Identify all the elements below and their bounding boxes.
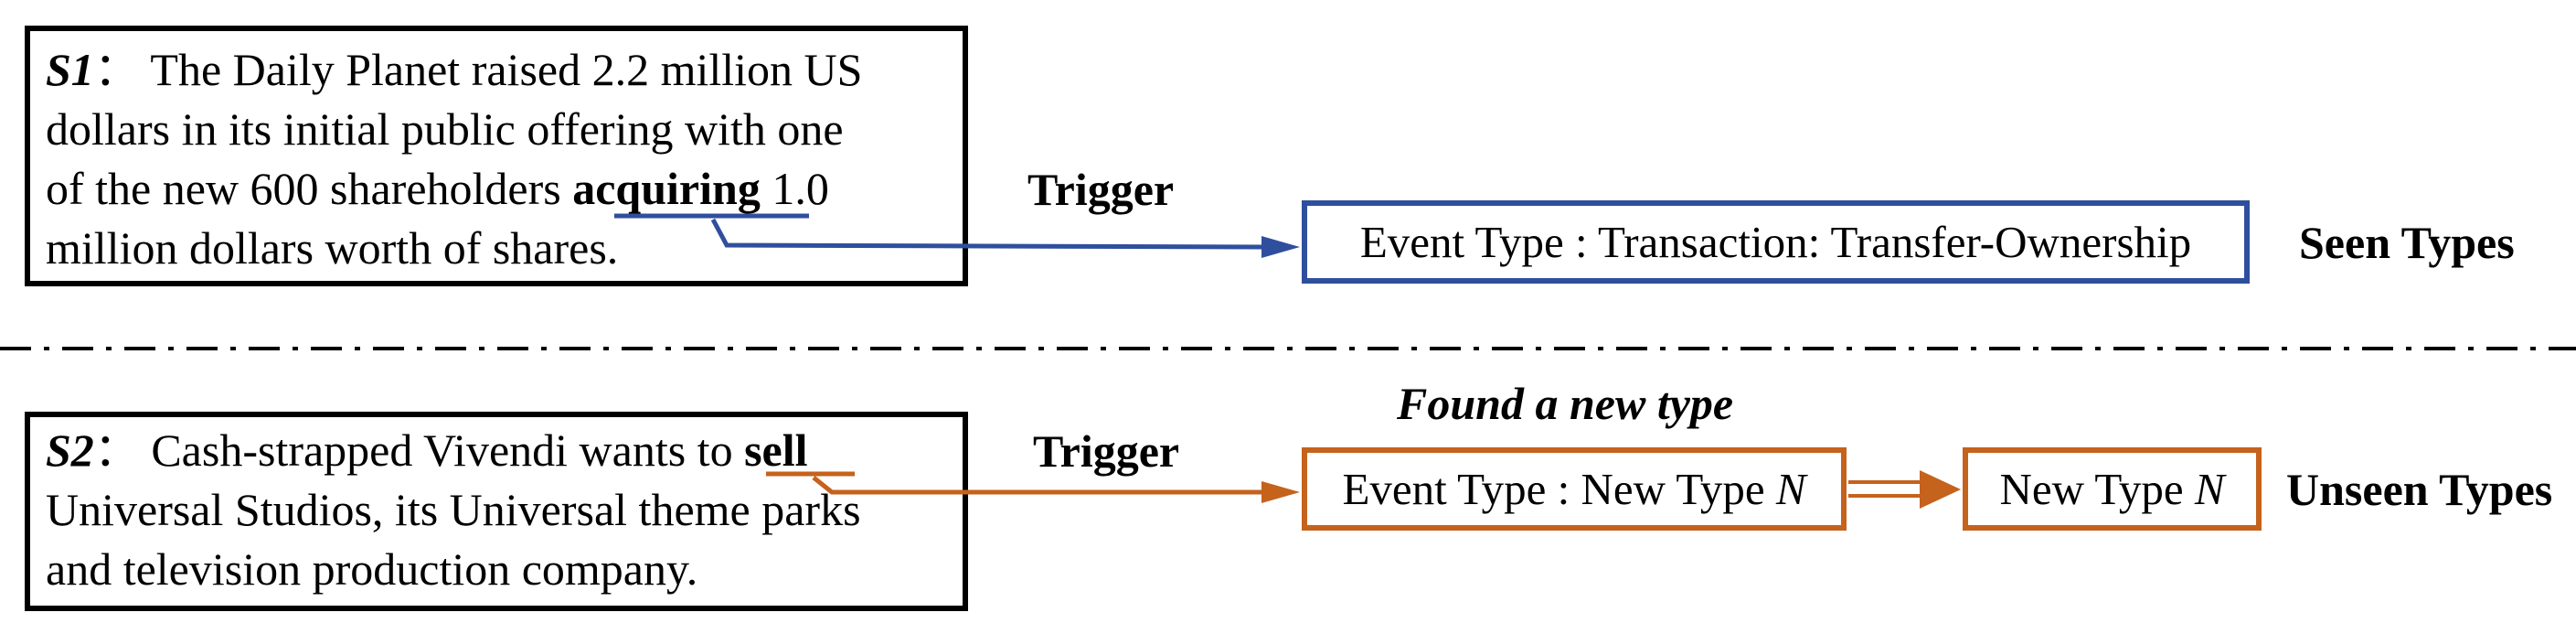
s1-trigger-arrow bbox=[710, 218, 1262, 250]
s1-line-3: of the new 600 shareholders acquiring 1.… bbox=[46, 159, 862, 219]
seen-event-type-text: Event Type : Transaction: Transfer-Owner… bbox=[1359, 217, 2192, 267]
s2-label: S2 bbox=[46, 424, 94, 476]
s2-trigger-arrow bbox=[812, 476, 1261, 495]
s1-line-3-tail: 1.0 bbox=[760, 163, 829, 214]
unseen-event-type-var: N bbox=[1775, 464, 1806, 514]
seen-types-label: Seen Types bbox=[2299, 217, 2515, 268]
s1-arrowhead bbox=[1261, 236, 1300, 258]
sentence-s2-text: S2： Cash-strapped Vivendi wants to sell … bbox=[46, 421, 861, 599]
s1-line-1-text: The Daily Planet raised 2.2 million US bbox=[139, 44, 863, 95]
s2-trigger-word: sell bbox=[744, 424, 808, 476]
trigger-label-2: Trigger bbox=[1033, 425, 1180, 477]
s2-line-2: Universal Studios, its Universal theme p… bbox=[46, 484, 861, 535]
new-type-text: New Type N bbox=[1999, 463, 2224, 515]
found-new-type-label: Found a new type bbox=[1397, 378, 1734, 429]
s1-line-1: S1： The Daily Planet raised 2.2 million … bbox=[46, 40, 862, 100]
sentence-s1-box bbox=[25, 26, 968, 286]
s2-arrowhead bbox=[1261, 481, 1300, 503]
s2-line-1: S2： Cash-strapped Vivendi wants to sell bbox=[46, 421, 861, 480]
s2-line-1-text: Cash-strapped Vivendi wants to bbox=[139, 424, 745, 476]
unseen-types-label: Unseen Types bbox=[2286, 464, 2553, 515]
new-type-box: New Type N bbox=[1963, 447, 2262, 531]
s1-line-4: million dollars worth of shares. bbox=[46, 222, 619, 274]
seen-event-type-box: Event Type : Transaction: Transfer-Owner… bbox=[1302, 200, 2250, 284]
sentence-s1-text: S1： The Daily Planet raised 2.2 million … bbox=[46, 40, 862, 278]
unseen-event-type-text: Event Type : New Type N bbox=[1342, 463, 1805, 515]
sentence-s2-box bbox=[25, 412, 968, 611]
s1-line-3-text: of the new 600 shareholders bbox=[46, 163, 573, 214]
s1-colon: ： bbox=[93, 44, 140, 95]
new-type-var: N bbox=[2194, 464, 2225, 514]
double-arrowhead bbox=[1920, 470, 1961, 509]
unseen-event-type-box: Event Type : New Type N bbox=[1302, 447, 1847, 531]
unseen-event-type-prefix: Event Type : New Type bbox=[1342, 464, 1776, 514]
s2-colon: ： bbox=[93, 424, 140, 476]
trigger-label-1: Trigger bbox=[1027, 164, 1175, 215]
s2-line-3: and television production company. bbox=[46, 543, 698, 595]
new-type-prefix: New Type bbox=[1999, 464, 2195, 514]
s1-label: S1 bbox=[46, 44, 94, 95]
s1-trigger-word: acquiring bbox=[572, 163, 761, 214]
s1-line-2: dollars in its initial public offering w… bbox=[46, 103, 844, 155]
